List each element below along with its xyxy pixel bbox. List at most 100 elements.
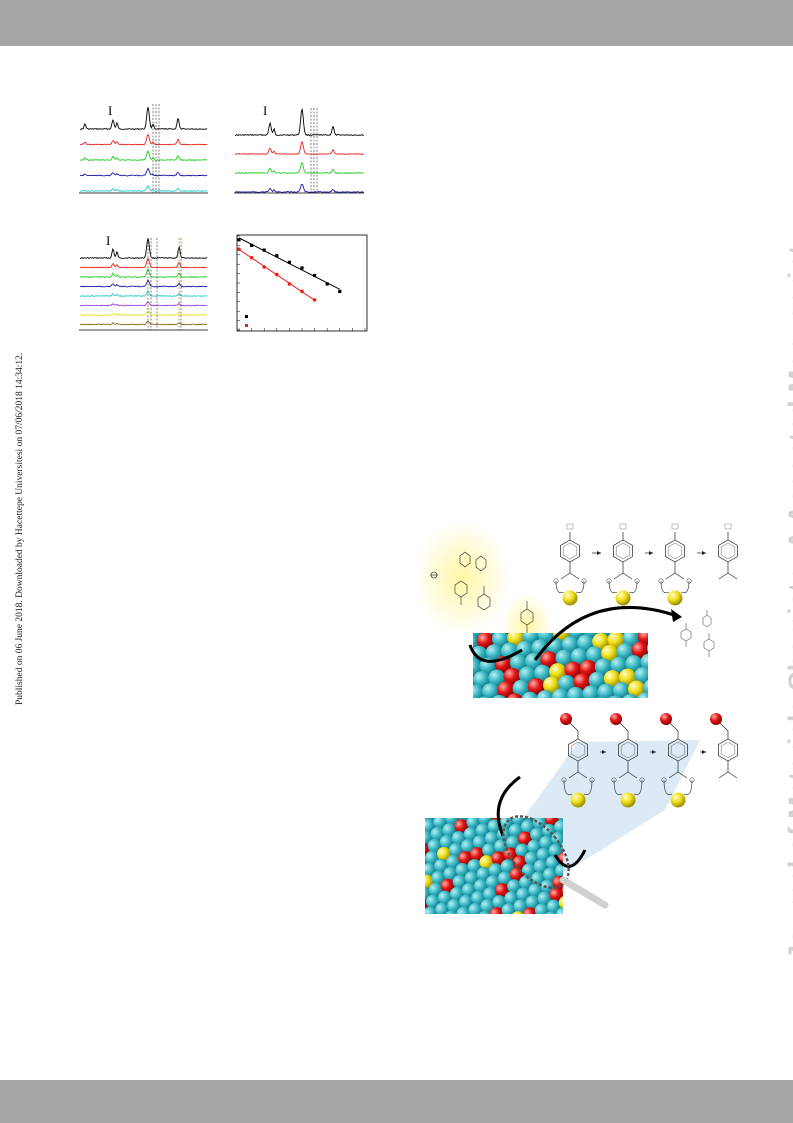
atom-sphere	[628, 633, 646, 634]
atom-sphere	[547, 726, 566, 745]
atom-sphere	[688, 673, 707, 692]
panel-a-traces	[79, 107, 208, 192]
atom-sphere	[442, 673, 461, 692]
atom-sphere	[555, 649, 573, 667]
atom-sphere	[686, 584, 705, 603]
atom-sphere	[675, 700, 694, 719]
atom-sphere	[531, 639, 549, 657]
atom-sphere	[551, 688, 569, 698]
atom-sphere	[381, 841, 399, 859]
atom-sphere	[449, 886, 464, 901]
atom-sphere	[434, 801, 452, 819]
atom-sphere	[492, 895, 507, 910]
atom-sphere	[430, 826, 445, 841]
atom-sphere	[460, 697, 479, 716]
atom-sphere	[382, 884, 400, 902]
atom-sphere	[501, 903, 516, 914]
atom-sphere	[390, 849, 408, 867]
atom-sphere	[537, 633, 555, 643]
atom-sphere	[427, 838, 442, 853]
atom-sphere	[425, 862, 437, 877]
atom-sphere	[452, 917, 470, 935]
benzene-ring	[718, 539, 738, 563]
atom-sphere	[428, 882, 443, 897]
atom-sphere	[511, 818, 526, 826]
hydroxyl-group	[671, 523, 679, 530]
atom-sphere	[374, 821, 392, 839]
atom-sphere	[533, 859, 548, 874]
atom-sphere	[506, 693, 524, 698]
atom-sphere	[494, 925, 512, 943]
atom-sphere	[395, 924, 413, 942]
atom-sphere	[503, 667, 521, 685]
atom-sphere	[516, 929, 534, 947]
spectrum-trace	[79, 149, 208, 161]
atom-sphere	[473, 671, 491, 689]
data-point	[275, 254, 279, 258]
data-point	[300, 266, 304, 270]
atom-sphere	[434, 858, 449, 873]
atom-sphere	[440, 878, 455, 893]
atom-sphere	[429, 700, 448, 719]
atom-sphere	[410, 952, 428, 970]
data-point	[275, 272, 279, 277]
atom-sphere	[691, 699, 710, 718]
atom-sphere	[425, 818, 436, 833]
atom-sphere	[433, 818, 448, 829]
atom-sphere	[564, 661, 582, 679]
atom-sphere	[458, 793, 476, 811]
atom-sphere	[522, 907, 537, 914]
panel-b-marker: I	[263, 103, 267, 118]
atom-sphere	[467, 859, 482, 874]
atom-sphere	[395, 825, 413, 843]
spectrum-trace	[79, 301, 208, 307]
hydroxyl-group	[724, 523, 732, 530]
panel-b-traces	[234, 107, 365, 193]
atom-sphere	[627, 680, 645, 698]
atom-sphere	[393, 837, 411, 855]
atom-sphere	[641, 588, 660, 607]
atom-sphere	[625, 655, 643, 673]
data-point	[237, 247, 241, 251]
atom-sphere	[443, 866, 458, 881]
atom-sphere	[534, 903, 549, 914]
spectrum-trace	[79, 320, 208, 326]
atom-sphere	[478, 818, 493, 826]
atom-sphere	[397, 912, 415, 930]
atom-sphere	[556, 907, 563, 914]
atom-sphere	[446, 797, 464, 815]
atom-sphere	[509, 654, 527, 672]
atom-sphere	[456, 949, 474, 967]
atom-sphere	[689, 609, 708, 628]
atom-sphere	[432, 726, 451, 745]
hydroxyl-group	[619, 523, 627, 530]
panel-a-marker: I	[108, 103, 112, 118]
atom-sphere	[570, 647, 588, 665]
oxygen-atom	[660, 713, 672, 725]
oxygen-atom	[560, 713, 572, 725]
atom-sphere	[518, 917, 536, 935]
atom-sphere	[670, 649, 689, 668]
atom-sphere	[516, 887, 531, 902]
atom-sphere	[432, 957, 450, 975]
atom-sphere	[580, 595, 599, 614]
atom-sphere	[616, 643, 634, 661]
atom-sphere	[601, 846, 619, 864]
atom-sphere	[473, 633, 485, 638]
atom-sphere	[471, 890, 486, 905]
atom-sphere	[485, 644, 503, 662]
atom-sphere	[515, 786, 533, 804]
atom-sphere	[612, 682, 630, 698]
atom-sphere	[506, 835, 521, 850]
atom-sphere	[473, 684, 484, 698]
atom-sphere	[593, 722, 612, 741]
atom-sphere	[425, 830, 433, 845]
arrow-curved-right	[553, 849, 587, 868]
atom-sphere	[706, 697, 725, 716]
atom-sphere	[430, 636, 449, 655]
atom-sphere	[578, 723, 597, 742]
atom-sphere	[445, 699, 464, 718]
atom-sphere	[480, 898, 495, 913]
atom-sphere	[404, 932, 422, 950]
atom-sphere	[499, 818, 514, 830]
